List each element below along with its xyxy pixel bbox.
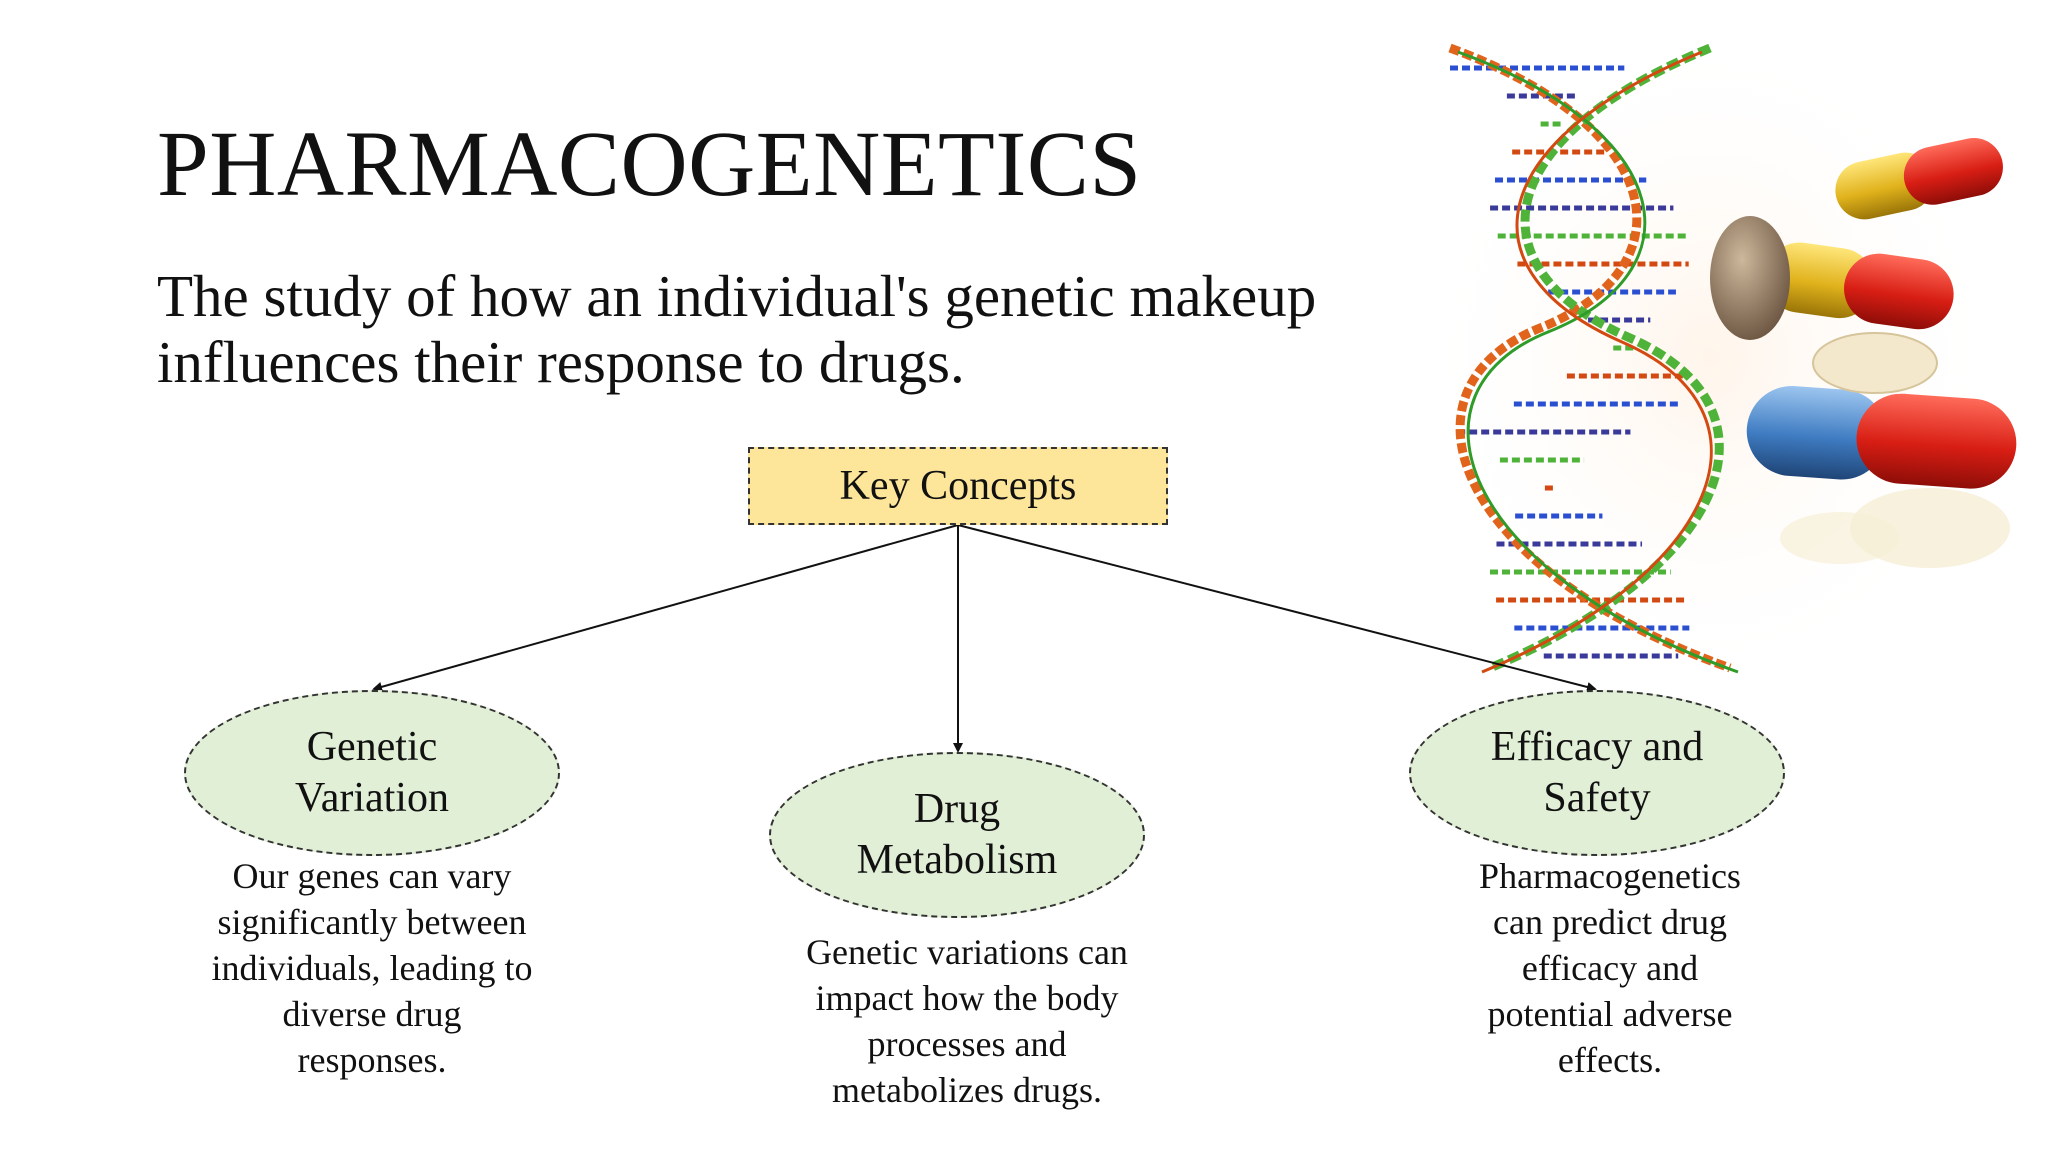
dna-helix-icon xyxy=(1448,43,1739,674)
description-line: responses. xyxy=(297,1040,447,1080)
key-concepts-label: Key Concepts xyxy=(839,463,1077,509)
drug-metabolism-description: Genetic variations can impact how the bo… xyxy=(757,929,1177,1113)
description-line: significantly between xyxy=(217,902,527,942)
description-line: efficacy and xyxy=(1521,948,1699,988)
capsule-icon xyxy=(1746,138,2017,489)
genetic-variation-node: Genetic Variation xyxy=(184,690,560,856)
connector-arrow-genetic-variation xyxy=(372,524,959,692)
subtitle-line: The study of how an individual's genetic… xyxy=(157,263,1317,329)
node-label-line: Variation xyxy=(295,775,449,821)
description-line: impact how the body xyxy=(815,978,1119,1018)
subtitle: The study of how an individual's genetic… xyxy=(157,263,1417,395)
description-line: Genetic variations can xyxy=(806,932,1128,972)
connector-arrow-efficacy-safety xyxy=(957,524,1597,692)
description-line: individuals, leading to xyxy=(211,948,533,988)
subtitle-line: influences their response to drugs. xyxy=(157,329,965,395)
node-label-line: Efficacy and xyxy=(1490,724,1704,770)
node-label-line: Metabolism xyxy=(856,837,1058,883)
node-label-line: Drug xyxy=(913,786,1001,832)
description-line: metabolizes drugs. xyxy=(832,1070,1102,1110)
key-concepts-node: Key Concepts xyxy=(748,447,1168,525)
node-label-line: Safety xyxy=(1543,775,1651,821)
node-label-line: Genetic xyxy=(306,724,438,770)
tablet-icon xyxy=(1710,216,2010,568)
description-line: Our genes can vary xyxy=(232,856,512,896)
genetic-variation-description: Our genes can vary significantly between… xyxy=(162,853,582,1083)
description-line: processes and xyxy=(867,1024,1067,1064)
description-line: can predict drug xyxy=(1493,902,1727,942)
description-line: effects. xyxy=(1557,1040,1663,1080)
description-line: potential adverse xyxy=(1487,994,1733,1034)
description-line: Pharmacogenetics xyxy=(1479,856,1741,896)
efficacy-safety-node: Efficacy and Safety xyxy=(1409,690,1785,856)
dna-and-pills-illustration xyxy=(1410,18,2017,698)
page-title: PHARMACOGENETICS xyxy=(157,113,1142,216)
efficacy-safety-description: Pharmacogenetics can predict drug effica… xyxy=(1400,853,1820,1083)
description-line: diverse drug xyxy=(282,994,462,1034)
drug-metabolism-node: Drug Metabolism xyxy=(769,752,1145,918)
